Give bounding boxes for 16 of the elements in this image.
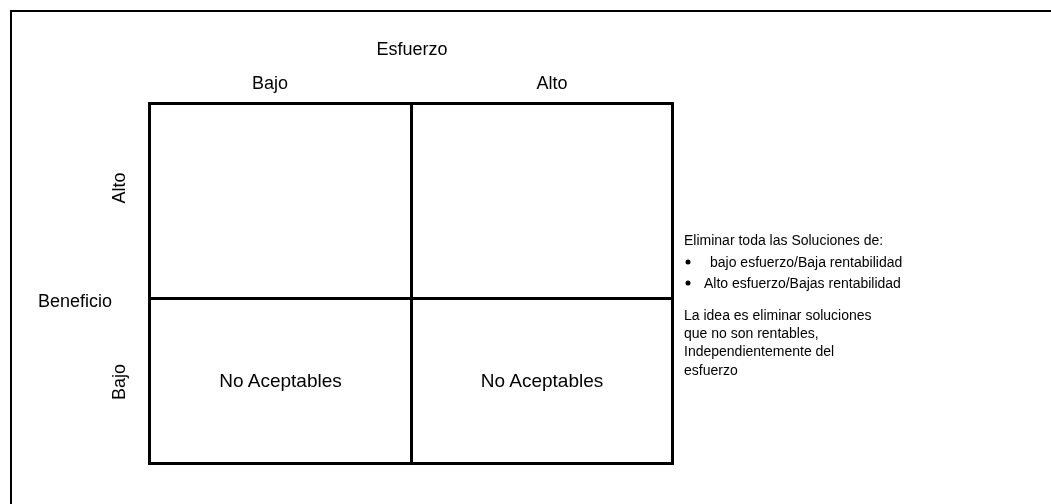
bullet-item: Alto esfuerzo/Bajas rentabilidad — [704, 274, 901, 292]
bullet-item: bajo esfuerzo/Baja rentabilidad — [710, 253, 903, 271]
matrix-cell — [410, 102, 674, 300]
axis-level-label: Alto — [536, 73, 568, 95]
axis-title: Beneficio — [38, 291, 113, 313]
matrix-cell — [410, 297, 674, 465]
cell-label: No Aceptables — [219, 370, 342, 392]
matrix-cell — [148, 297, 413, 465]
axis-title: Esfuerzo — [376, 39, 448, 61]
note-paragraph: La idea es eliminar soluciones que no son rentables, Independientemente del esfuerzo — [684, 306, 873, 379]
axis-level-label: Bajo — [252, 73, 288, 95]
note-heading: Eliminar toda las Soluciones de: — [684, 231, 884, 249]
axis-level-label: Bajo — [109, 364, 131, 400]
matrix-cell — [148, 102, 413, 300]
axis-level-label: Alto — [109, 172, 131, 204]
cell-label: No Aceptables — [480, 370, 604, 392]
